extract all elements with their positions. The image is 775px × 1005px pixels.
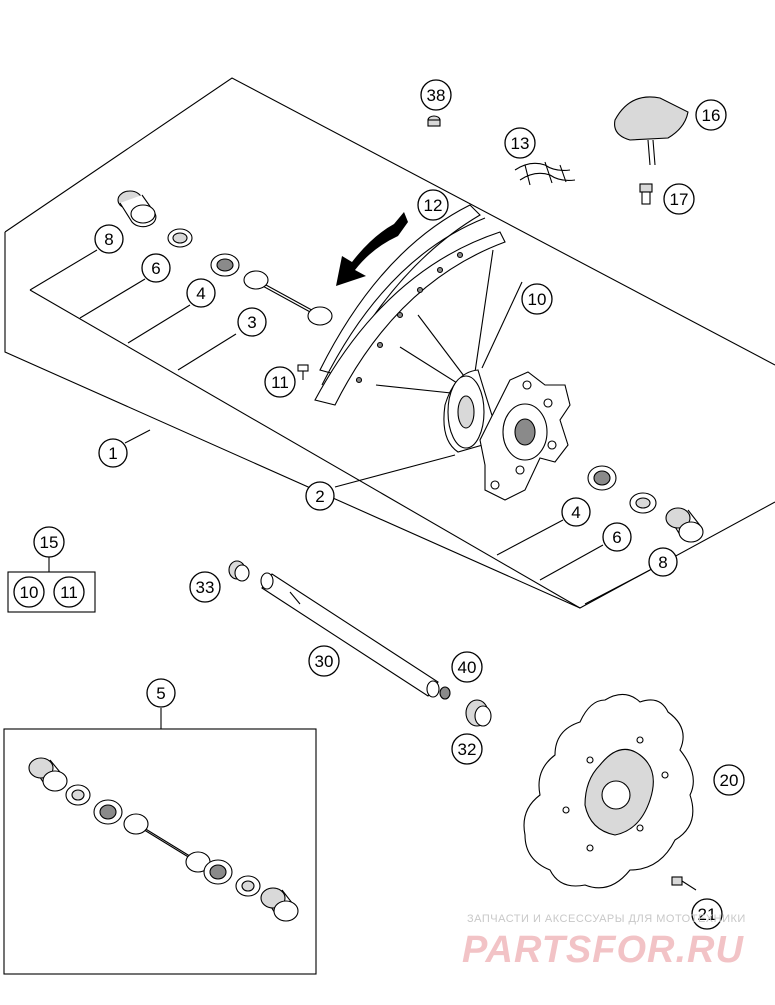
bolt-21 <box>671 876 697 891</box>
svg-text:10: 10 <box>528 290 547 309</box>
callout-4-left: 4 <box>186 278 216 308</box>
svg-text:11: 11 <box>271 373 289 392</box>
svg-text:30: 30 <box>315 652 334 671</box>
callout-8-left: 8 <box>94 224 124 254</box>
valve-cap-38 <box>427 115 441 127</box>
svg-text:5: 5 <box>156 684 165 703</box>
hub-2 <box>443 369 571 501</box>
seal-6-left <box>167 228 193 248</box>
callout-6-right: 6 <box>602 522 632 552</box>
kit-5-bearing-a <box>93 799 123 825</box>
kit-15-box <box>7 557 96 613</box>
svg-text:17: 17 <box>670 190 689 209</box>
svg-text:10: 10 <box>20 583 39 602</box>
watermark-brand: PARTSFOR.RU <box>462 929 744 971</box>
svg-text:2: 2 <box>315 487 324 506</box>
spacer-tube-3 <box>243 270 333 326</box>
kit-5-seal <box>65 784 91 806</box>
svg-text:4: 4 <box>196 284 205 303</box>
svg-text:8: 8 <box>104 230 113 249</box>
axle-30 <box>260 572 440 698</box>
axle-nut-32 <box>465 699 492 727</box>
svg-text:3: 3 <box>247 313 256 332</box>
spacer-8-left <box>117 190 157 228</box>
seal-6-right <box>629 492 657 514</box>
assembly-outline <box>4 77 775 609</box>
callout-1: 1 <box>98 438 128 468</box>
svg-text:32: 32 <box>458 740 477 759</box>
svg-text:13: 13 <box>511 134 530 153</box>
callout-33: 33 <box>189 571 221 603</box>
svg-text:4: 4 <box>571 503 580 522</box>
callout-10-spokes: 10 <box>521 283 553 315</box>
svg-text:40: 40 <box>458 658 477 677</box>
svg-text:20: 20 <box>720 771 739 790</box>
callout-10-kit: 10 <box>13 576 45 608</box>
callout-4-right: 4 <box>561 497 591 527</box>
rim-tape-13 <box>514 161 576 186</box>
kit-5-spacer-b <box>260 887 299 922</box>
callout-32: 32 <box>451 733 483 765</box>
callout-38: 38 <box>420 79 452 111</box>
callout-20: 20 <box>713 764 745 796</box>
svg-text:6: 6 <box>151 259 160 278</box>
callout-5: 5 <box>146 678 176 708</box>
bearing-4-right <box>587 465 617 491</box>
svg-text:33: 33 <box>196 578 215 597</box>
callout-13: 13 <box>504 127 536 159</box>
svg-text:1: 1 <box>108 444 117 463</box>
kit-5-spacer-tube <box>123 813 211 873</box>
svg-text:8: 8 <box>658 553 667 572</box>
rim-12 <box>314 204 506 406</box>
callout-30: 30 <box>308 645 340 677</box>
callout-2: 2 <box>305 481 335 511</box>
washer-40 <box>439 686 451 700</box>
callout-6-left: 6 <box>141 253 171 283</box>
kit-5-box <box>3 708 317 975</box>
svg-text:12: 12 <box>424 196 443 215</box>
svg-text:6: 6 <box>612 528 621 547</box>
callout-11-kit: 11 <box>53 576 85 608</box>
spokes-10 <box>375 249 523 396</box>
callout-21: 21 <box>691 898 723 930</box>
callout-11-nipple: 11 <box>264 366 296 398</box>
callout-3: 3 <box>237 307 267 337</box>
kit-5-spacer-a <box>28 757 68 792</box>
svg-text:11: 11 <box>60 583 78 602</box>
spacer-8-right <box>665 507 704 543</box>
rotation-direction-arrow-icon <box>336 212 408 286</box>
callout-40: 40 <box>451 651 483 683</box>
callout-8-right: 8 <box>648 547 678 577</box>
svg-text:21: 21 <box>698 905 717 924</box>
svg-text:16: 16 <box>702 106 721 125</box>
brake-disc-20 <box>523 693 694 889</box>
rim-lock-16 <box>614 96 689 166</box>
bearing-4-left <box>210 253 240 277</box>
svg-text:38: 38 <box>427 86 446 105</box>
callout-17: 17 <box>663 183 695 215</box>
callout-15: 15 <box>33 526 65 558</box>
kit-5-seal-b <box>235 875 261 897</box>
watermark: ЗАПЧАСТИ И АКСЕССУАРЫ ДЛЯ МОТОТЕХНИКИ PA… <box>462 913 746 971</box>
nut-17 <box>639 183 653 205</box>
callout-16: 16 <box>695 99 727 131</box>
spacer-33 <box>228 560 250 582</box>
watermark-caption: ЗАПЧАСТИ И АКСЕССУАРЫ ДЛЯ МОТОТЕХНИКИ <box>467 913 746 925</box>
callout-12: 12 <box>417 189 449 221</box>
kit-5-bearing-b <box>203 859 233 885</box>
svg-text:15: 15 <box>40 533 59 552</box>
nipple-11 <box>297 364 309 380</box>
